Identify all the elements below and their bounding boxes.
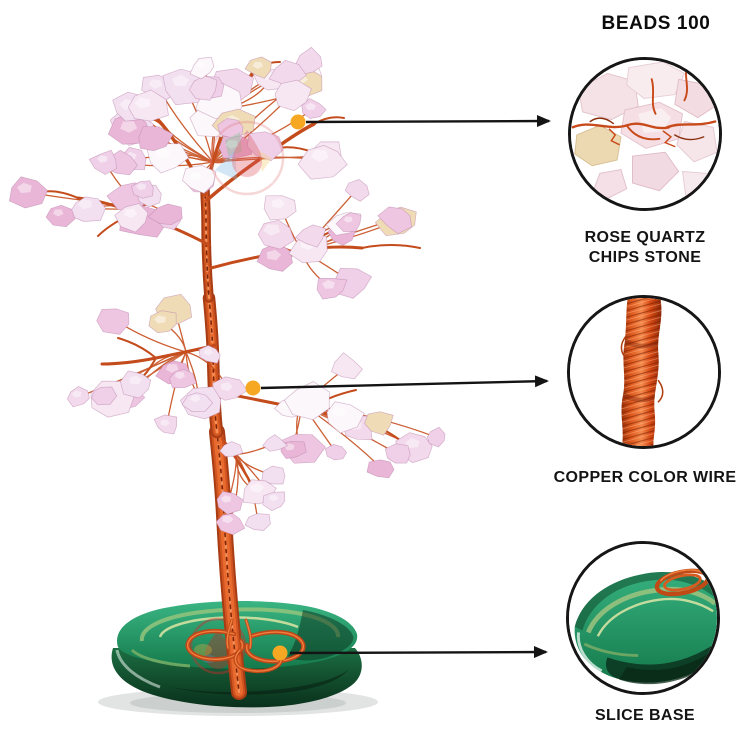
beads-count-title: BEADS 100 <box>601 13 711 34</box>
callout-circle-rose-quartz <box>568 57 722 211</box>
annotation-layer <box>245 114 551 661</box>
marker-dot <box>272 645 288 661</box>
copper-wires-group <box>571 66 717 148</box>
label-line: ROSE QUARTZ <box>584 229 706 246</box>
label-line: CHIPS STONE <box>588 249 702 266</box>
callout-label-slice-base: SLICE BASE <box>535 706 750 726</box>
callout-arrow <box>305 115 551 128</box>
canopy-watermark-logo <box>209 120 285 196</box>
rose-quartz-stones <box>9 46 446 536</box>
callout-arrow <box>260 375 549 390</box>
label-line: SLICE BASE <box>594 707 695 724</box>
root-wire-coils <box>185 618 306 674</box>
slice-base-closeup-image <box>569 544 717 692</box>
rose-quartz-closeup-image <box>571 60 719 208</box>
marker-dot <box>245 380 261 396</box>
copper-wire-closeup-image <box>570 298 718 446</box>
label-line: COPPER COLOR WIRE <box>553 469 737 486</box>
callout-circle-slice-base <box>566 541 720 695</box>
callout-arrow <box>289 646 548 659</box>
callout-circle-copper-wire <box>567 295 721 449</box>
wire-bundle <box>621 298 662 446</box>
marker-dot <box>290 114 306 130</box>
callout-label-rose-quartz: ROSE QUARTZ CHIPS STONE <box>535 228 750 268</box>
loose-strands-group <box>620 335 664 403</box>
callout-label-copper-wire: COPPER COLOR WIRE <box>535 468 750 488</box>
